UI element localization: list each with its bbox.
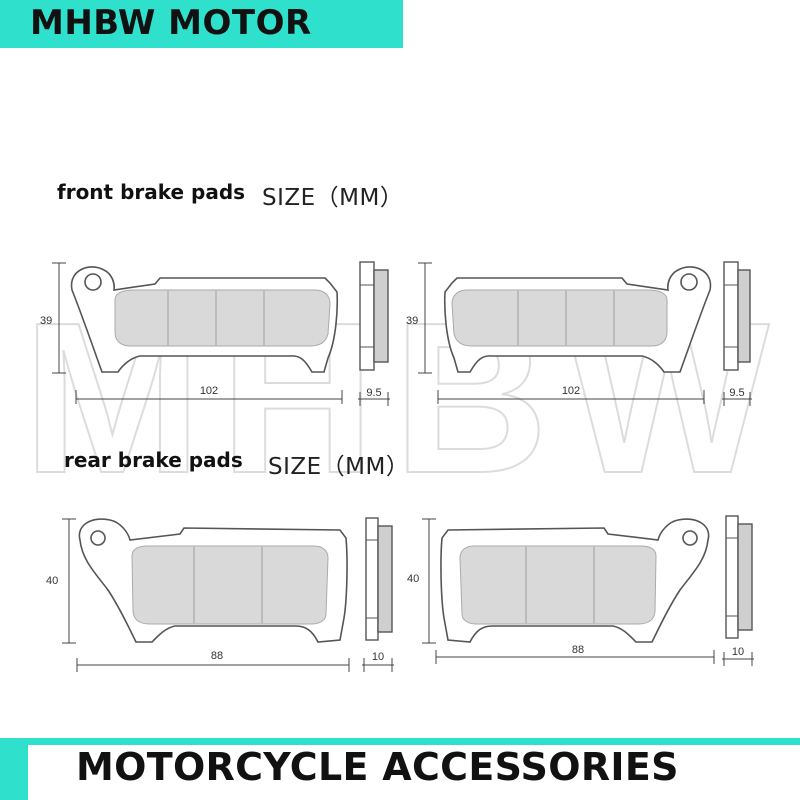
front-right-side-view xyxy=(723,261,751,371)
rear-size-label: SIZE（MM） xyxy=(268,454,410,480)
front-pad-right-friction xyxy=(451,289,668,347)
front-left-width-dim xyxy=(75,390,343,404)
front-size-label: SIZE（MM） xyxy=(262,185,404,211)
top-banner: MHBW MOTOR xyxy=(0,0,800,48)
rear-left-width-dim xyxy=(76,658,350,672)
front-left-height-dim xyxy=(52,262,66,374)
front-left-width-label: 102 xyxy=(200,385,218,397)
rear-left-width-label: 88 xyxy=(211,650,223,662)
front-pad-left-friction xyxy=(114,289,331,347)
rear-right-side-view xyxy=(725,515,753,639)
rear-left-side-view xyxy=(365,517,393,641)
front-left-thickness-dim xyxy=(358,392,390,406)
front-left-thickness-label: 9.5 xyxy=(366,387,381,399)
front-right-height-label: 39 xyxy=(406,315,418,327)
rear-pad-right-friction xyxy=(459,545,657,625)
front-right-width-dim xyxy=(437,390,705,404)
front-pad-left xyxy=(70,266,339,373)
rear-left-thickness-dim xyxy=(362,658,394,672)
rear-right-height-label: 40 xyxy=(407,573,419,585)
top-banner-accent xyxy=(0,0,403,48)
rear-left-height-dim xyxy=(62,518,76,644)
front-left-side-view xyxy=(359,261,389,371)
rear-pad-left-friction xyxy=(131,545,329,625)
rear-right-thickness-label: 10 xyxy=(732,646,744,658)
rear-right-width-dim xyxy=(435,650,715,664)
front-section-heading: front brake pads xyxy=(57,180,246,204)
rear-pad-left-hole xyxy=(90,530,106,546)
rear-pad-left xyxy=(78,518,348,643)
front-right-thickness-label: 9.5 xyxy=(729,387,744,399)
rear-section-heading: rear brake pads xyxy=(64,448,243,472)
front-pad-left-hole xyxy=(84,273,102,291)
front-left-height-label: 39 xyxy=(40,315,52,327)
rear-pad-right-hole xyxy=(682,530,698,546)
front-pad-right xyxy=(443,266,712,373)
bottom-banner-inner xyxy=(28,745,800,800)
rear-right-width-label: 88 xyxy=(572,644,584,656)
rear-left-thickness-label: 10 xyxy=(372,651,384,663)
bottom-title: MOTORCYCLE ACCESSORIES xyxy=(76,745,679,789)
front-right-width-label: 102 xyxy=(562,385,580,397)
rear-left-height-label: 40 xyxy=(46,575,58,587)
front-right-thickness-dim xyxy=(722,392,752,406)
brand-title: MHBW MOTOR xyxy=(30,3,312,43)
rear-pad-right xyxy=(440,518,710,643)
front-pad-right-hole xyxy=(680,273,698,291)
rear-right-height-dim xyxy=(422,518,436,644)
rear-right-thickness-dim xyxy=(722,652,754,666)
front-right-height-dim xyxy=(418,262,432,374)
